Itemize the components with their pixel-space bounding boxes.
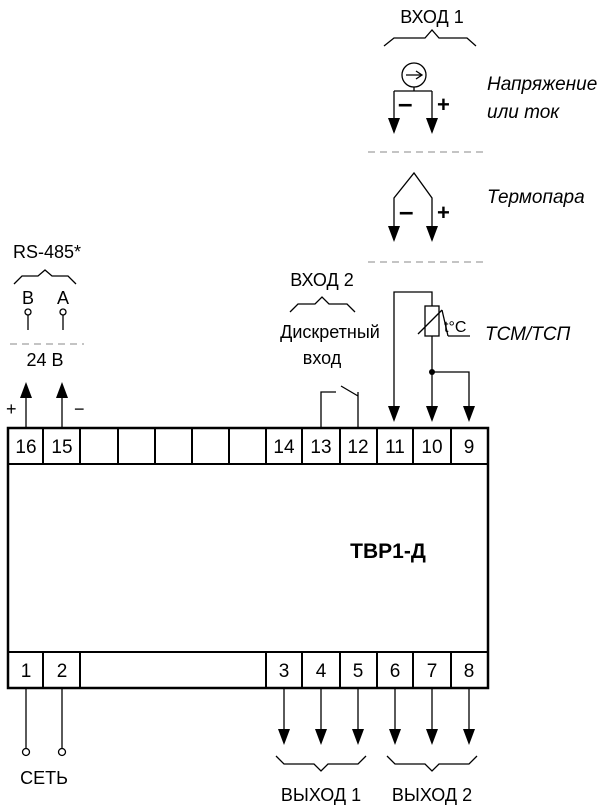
network-contact-1: [21, 747, 31, 757]
terminal-16: 16: [15, 437, 36, 458]
network-group: СЕТЬ: [20, 688, 68, 788]
top-terminals: 16 15 14 13 12 11 10 9: [15, 437, 474, 458]
rs485-a-label: A: [57, 288, 69, 308]
terminal-8: 8: [464, 661, 475, 682]
input1-group: ВХОД 1 – + Напряжение или ток – + Термоп…: [368, 7, 597, 263]
terminal-12: 12: [347, 437, 368, 458]
rtd-group: t°C ТСМ/ТСП: [388, 291, 571, 422]
discrete-label-2: вход: [303, 348, 342, 368]
power-24v-label: 24 В: [26, 350, 63, 370]
terminal-10: 10: [421, 437, 442, 458]
terminal-2: 2: [57, 661, 68, 682]
terminal-4: 4: [316, 661, 327, 682]
input2-label: ВХОД 2: [290, 270, 353, 290]
terminal-11: 11: [385, 437, 405, 458]
rs485-a-contact: [59, 308, 67, 316]
rs485-b-contact: [24, 308, 32, 316]
bottom-terminals: 1 2 3 4 5 6 7 8: [21, 661, 475, 682]
output2-brace: [386, 755, 478, 772]
network-contact-2: [57, 747, 67, 757]
terminal-13: 13: [310, 437, 331, 458]
terminal-14: 14: [273, 437, 295, 458]
rs485-group: RS-485* B A 24 В + −: [6, 242, 85, 428]
terminal-15: 15: [51, 437, 72, 458]
network-label: СЕТЬ: [20, 768, 68, 788]
device-model: ТВР1-Д: [350, 540, 426, 563]
rtd-label: ТСМ/ТСП: [485, 324, 571, 345]
input1-label: ВХОД 1: [400, 7, 463, 27]
rtd-resistor-icon: [424, 305, 440, 337]
output2-label: ВЫХОД 2: [392, 785, 472, 805]
terminal-7: 7: [427, 661, 438, 682]
polarity-minus-2: –: [399, 196, 413, 226]
polarity-plus-1: +: [437, 92, 450, 117]
terminal-9: 9: [464, 437, 475, 458]
terminal-3: 3: [279, 661, 290, 682]
discrete-label: Дискретный: [280, 322, 380, 342]
output1-brace: [275, 755, 367, 772]
output2-group: ВЫХОД 2: [386, 688, 478, 805]
device-body: ТВР1-Д: [6, 426, 490, 690]
input2-brace: [289, 296, 356, 313]
discrete-switch-icon: [320, 385, 359, 428]
rtd-temp-symbol: t°C: [444, 319, 466, 336]
voltage-current-label: Напряжение: [487, 74, 597, 95]
thermocouple-icon: [393, 171, 433, 240]
terminal-6: 6: [390, 661, 401, 682]
voltage-current-label-2: или ток: [487, 102, 560, 123]
input1-brace: [383, 29, 477, 47]
power-minus-label: −: [74, 399, 85, 419]
rs485-b-label: B: [22, 288, 34, 308]
polarity-minus-1: –: [398, 88, 412, 118]
output1-label: ВЫХОД 1: [281, 785, 361, 805]
input2-group: ВХОД 2 Дискретный вход: [280, 270, 380, 428]
power-plus-label: +: [6, 399, 17, 419]
polarity-plus-2: +: [437, 200, 450, 225]
terminal-5: 5: [353, 661, 364, 682]
output1-group: ВЫХОД 1: [275, 688, 367, 805]
thermocouple-label: Термопара: [487, 187, 585, 208]
terminal-1: 1: [21, 661, 32, 682]
rs485-label: RS-485*: [13, 242, 81, 262]
rs485-brace: [13, 269, 77, 285]
